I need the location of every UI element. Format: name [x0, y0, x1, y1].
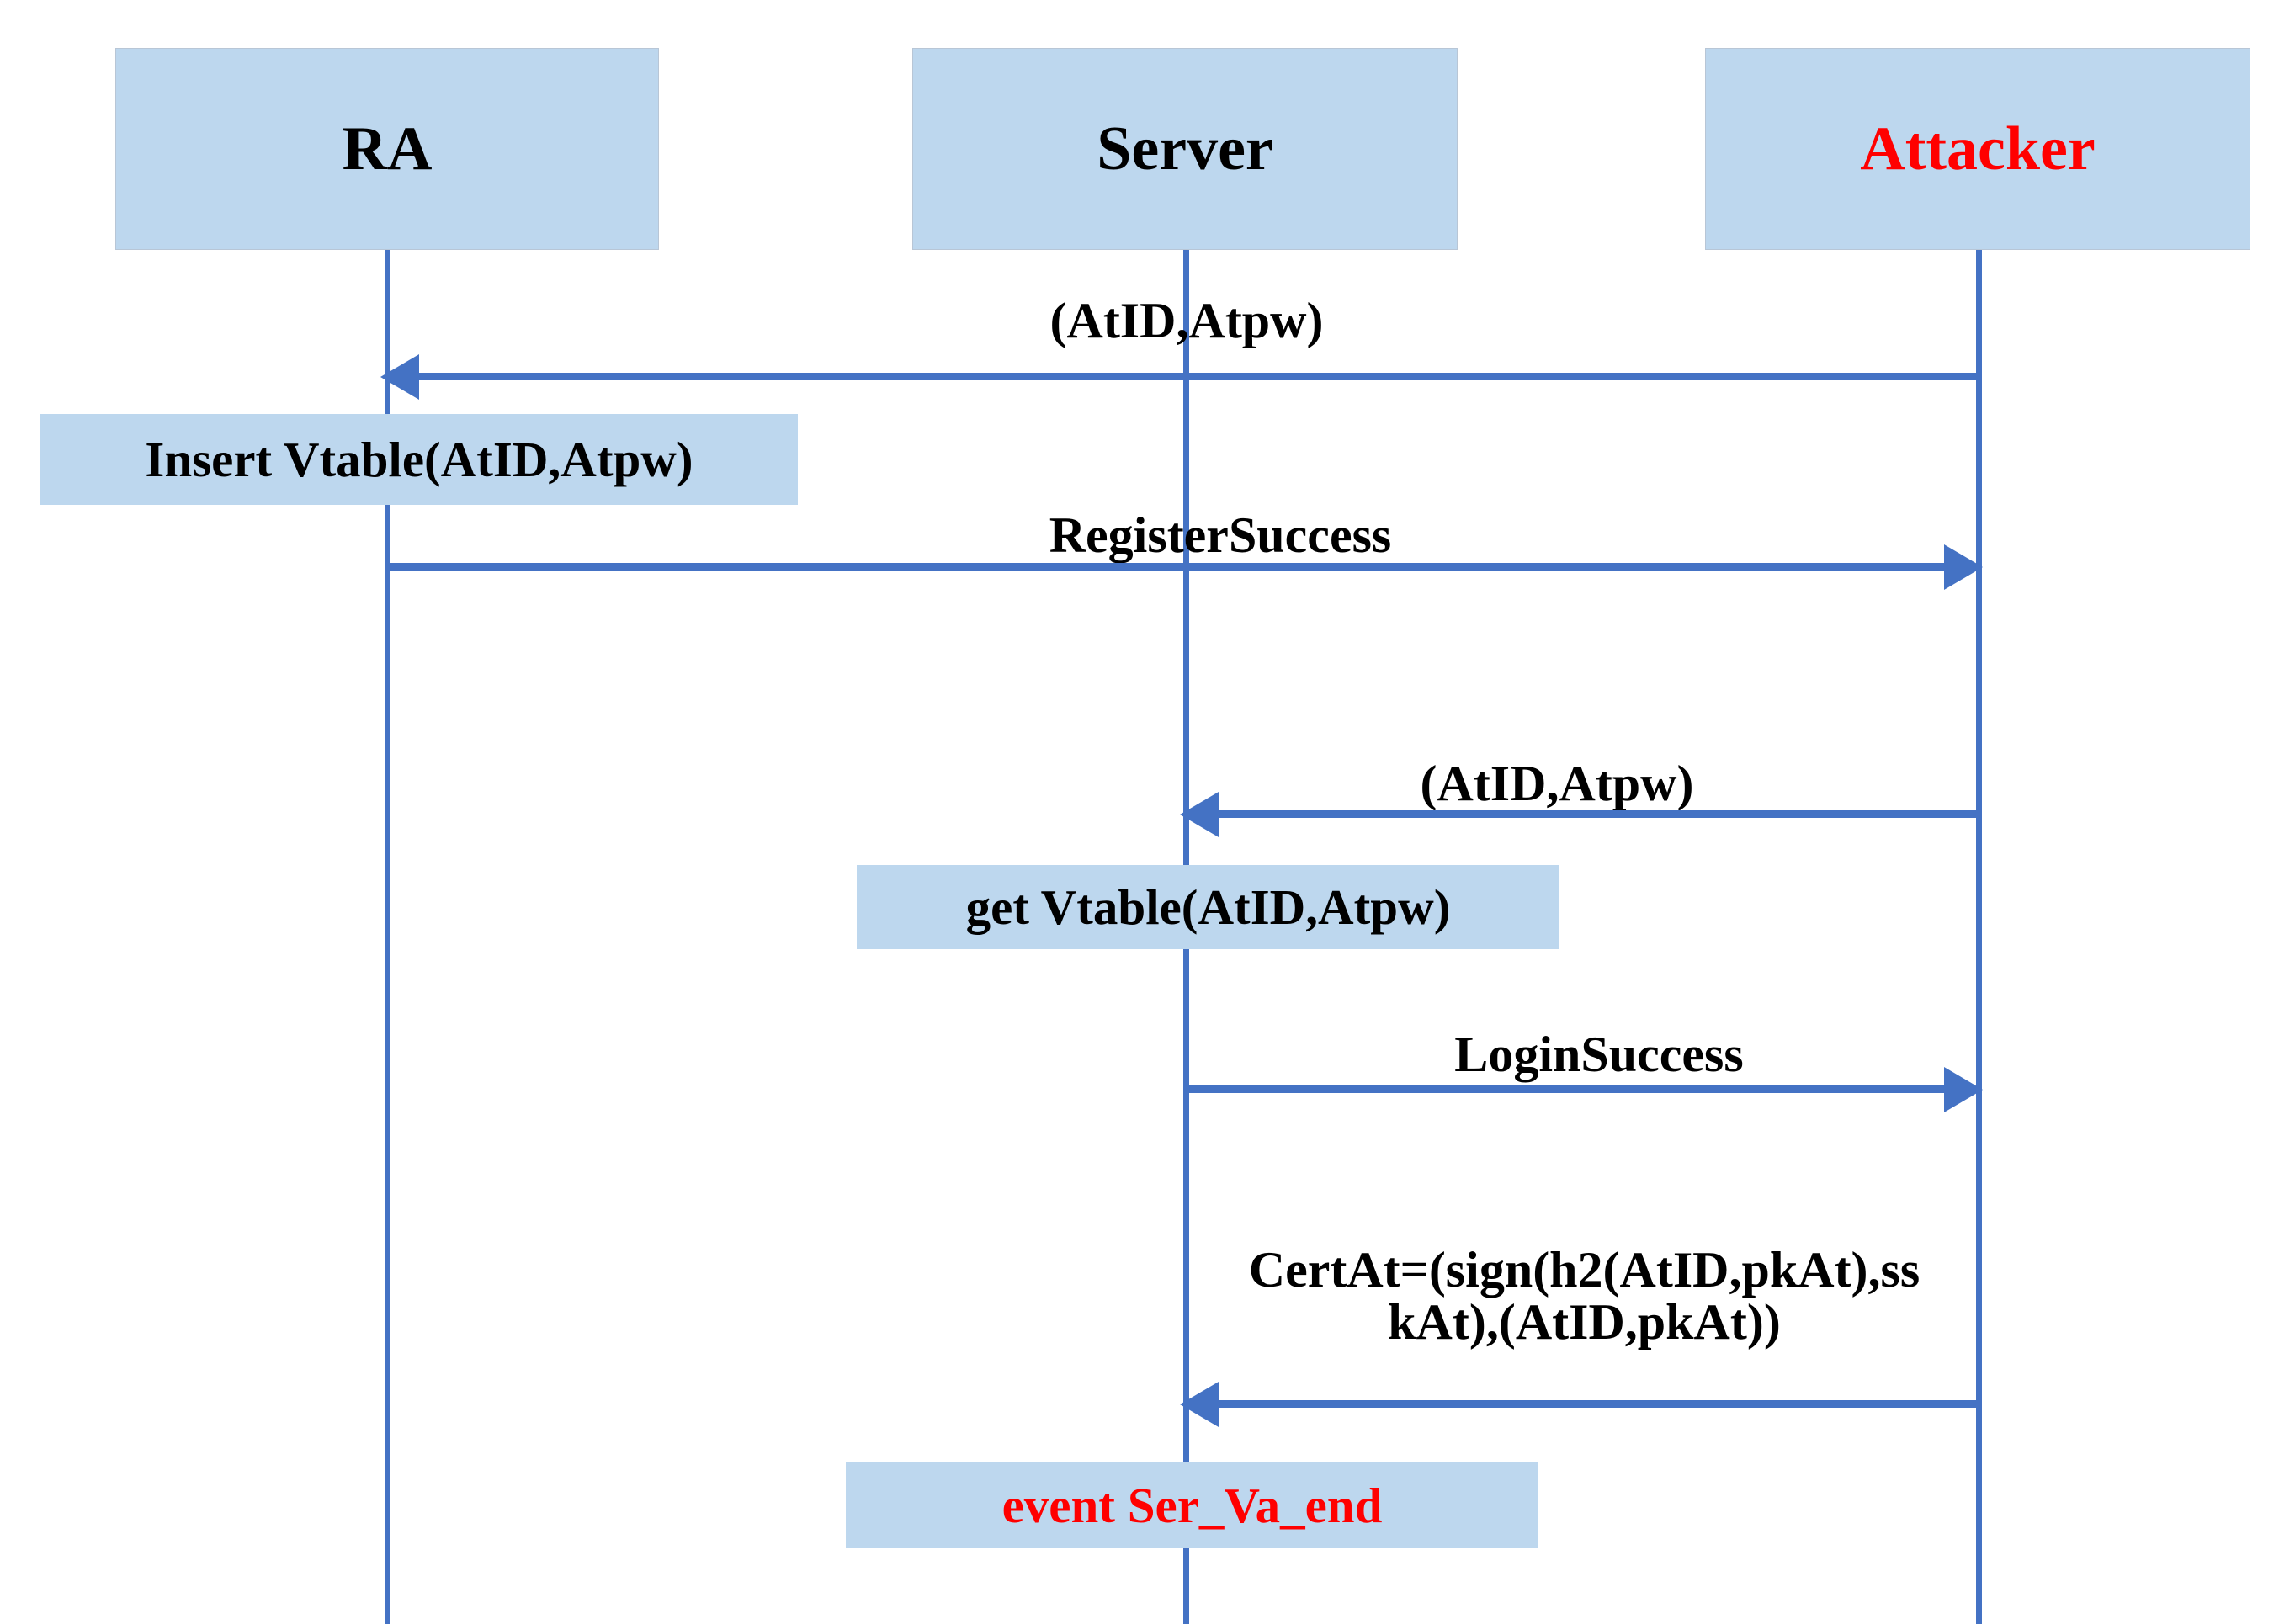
message-line-m3[interactable] — [1212, 810, 1982, 818]
message-line-m4[interactable] — [1187, 1085, 1948, 1093]
participant-label-server: Server — [1097, 114, 1273, 183]
message-arrowhead-m2 — [1944, 544, 1983, 590]
lifeline-attacker — [1976, 250, 1982, 1624]
note-box-get-vtable[interactable]: get Vtable(AtID,Atpw) — [857, 865, 1559, 949]
message-arrowhead-m3 — [1180, 792, 1219, 837]
message-arrowhead-m4 — [1944, 1067, 1983, 1112]
message-arrowhead-m1 — [380, 354, 419, 400]
note-label-insert-vtable: Insert Vtable(AtID,Atpw) — [145, 431, 693, 487]
note-label-get-vtable: get Vtable(AtID,Atpw) — [965, 878, 1451, 935]
note-label-event-ser-va-end: event Ser_Va_end — [1001, 1477, 1383, 1533]
participant-box-ra[interactable]: RA — [115, 48, 659, 250]
lifeline-ra — [385, 250, 390, 1624]
message-label-m3: (AtID,Atpw) — [1420, 756, 1694, 811]
participant-box-attacker[interactable]: Attacker — [1705, 48, 2250, 250]
message-line-m5[interactable] — [1212, 1400, 1982, 1408]
message-label-m4: LoginSuccess — [1454, 1027, 1744, 1082]
participant-box-server[interactable]: Server — [912, 48, 1458, 250]
message-label-m1: (AtID,Atpw) — [1049, 293, 1324, 348]
message-arrowhead-m5 — [1180, 1382, 1219, 1427]
note-box-insert-vtable[interactable]: Insert Vtable(AtID,Atpw) — [40, 414, 798, 505]
message-label-m2: RegisterSuccess — [1049, 507, 1392, 563]
note-box-event-ser-va-end[interactable]: event Ser_Va_end — [846, 1462, 1538, 1548]
message-label-m5: CertAt=(sign(h2(AtID,pkAt),ss kAt),(AtID… — [1248, 1242, 1920, 1351]
message-line-m1[interactable] — [412, 373, 1982, 380]
participant-label-ra: RA — [342, 114, 433, 183]
participant-label-attacker: Attacker — [1860, 114, 2096, 183]
message-line-m2[interactable] — [387, 563, 1948, 571]
